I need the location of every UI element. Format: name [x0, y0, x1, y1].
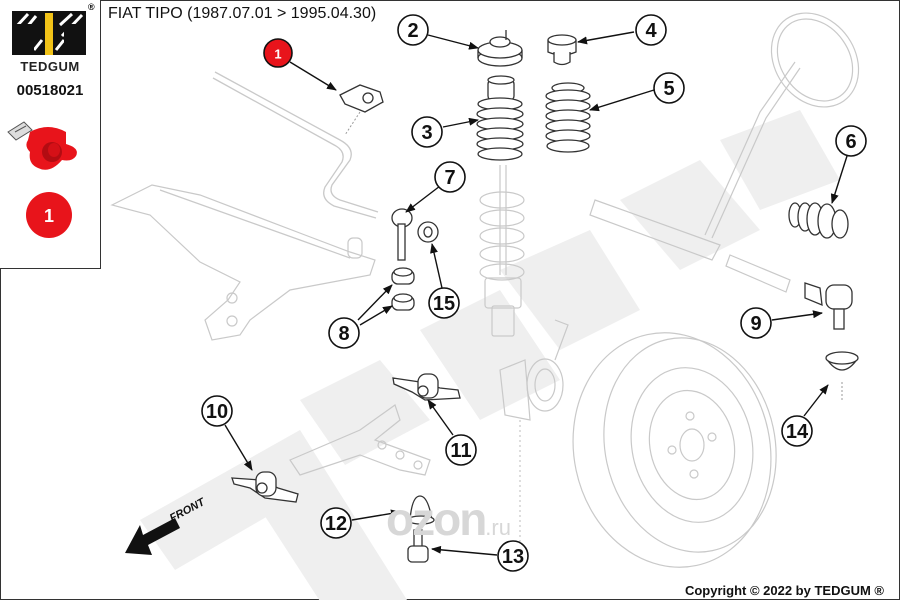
coil-spring-shock — [479, 165, 525, 337]
callout-2-circle[interactable] — [397, 14, 429, 46]
callout-7-label: 7 — [444, 167, 455, 189]
part-1-bushing — [339, 84, 384, 113]
vehicle-title: FIAT TIPO (1987.07.01 > 1995.04.30) — [108, 5, 377, 22]
brand-name: TEDGUM — [20, 59, 80, 74]
product-image — [7, 121, 77, 170]
part-6-rack-boot — [788, 202, 849, 239]
part-3-bump-stop — [476, 75, 524, 161]
callout-7-circle[interactable] — [434, 161, 466, 193]
callout-3-label: 3 — [421, 122, 432, 144]
red-bushing-icon — [26, 127, 77, 170]
callout-1-label: 1 — [274, 47, 281, 62]
callout-4-label: 4 — [645, 20, 657, 42]
part-info-panel: ® TEDGUM 00518021 1 — [0, 0, 101, 269]
subframe — [110, 184, 376, 341]
part-15-bushing — [417, 221, 439, 243]
highlight-callout-number: 1 — [44, 206, 54, 226]
copyright-notice: Copyright © 2022 by TEDGUM ® — [684, 583, 884, 598]
part-11-arm-bushing — [392, 373, 461, 401]
callout-1-circle-highlight[interactable] — [263, 38, 293, 68]
part-9-tie-rod-end — [804, 282, 853, 330]
part-14-boot — [825, 351, 859, 371]
part-4-bump-cap — [547, 34, 577, 66]
callout-8-circle[interactable] — [328, 317, 360, 349]
registered-mark: ® — [88, 2, 95, 12]
highlight-callout-badge: 1 — [26, 192, 72, 238]
callout-3-circle[interactable] — [411, 116, 443, 148]
part-12-ball-joint-boot — [407, 495, 435, 525]
callout-leaders — [224, 31, 848, 556]
steering-knuckle — [499, 319, 569, 560]
callout-8-label: 8 — [338, 323, 349, 345]
part-7-link — [391, 208, 413, 261]
callout-6-label: 6 — [845, 131, 856, 153]
callout-13-circle[interactable] — [497, 540, 529, 572]
callout-4-circle[interactable] — [635, 14, 667, 46]
callout-9-label: 9 — [750, 313, 761, 335]
callout-14-label: 14 — [786, 421, 809, 443]
callout-11-circle[interactable] — [445, 434, 477, 466]
part-number: 00518021 — [16, 82, 84, 99]
callout-11-label: 11 — [450, 440, 471, 462]
label-tag-icon — [7, 121, 33, 141]
callout-13-label: 13 — [502, 546, 524, 568]
callout-12-circle[interactable] — [320, 507, 352, 539]
ozon-watermark: ozon.ru — [386, 493, 511, 545]
callout-12-label: 12 — [325, 513, 347, 535]
tedgum-logo-icon — [12, 11, 86, 55]
callout-15-label: 15 — [433, 293, 455, 315]
part-8-washers — [391, 267, 415, 311]
part-13-ball-joint — [407, 529, 429, 563]
callout-2-label: 2 — [407, 20, 418, 42]
callout-6-circle[interactable] — [835, 125, 867, 157]
callout-5-circle[interactable] — [653, 72, 685, 104]
steering-column — [589, 12, 860, 293]
part-5-bellows — [545, 82, 591, 153]
callout-5-label: 5 — [663, 78, 674, 100]
callout-9-circle[interactable] — [740, 307, 772, 339]
part-2-top-mount — [477, 30, 523, 67]
callout-10-circle[interactable] — [201, 395, 233, 427]
part-10-arm-bushing — [231, 471, 299, 503]
callout-10-label: 10 — [206, 401, 228, 423]
callout-circles — [201, 14, 867, 572]
callout-14-circle[interactable] — [781, 415, 813, 447]
lower-control-arm — [289, 404, 431, 476]
callout-15-circle[interactable] — [428, 287, 460, 319]
stabilizer-bar — [212, 71, 379, 219]
wheel — [572, 332, 777, 568]
